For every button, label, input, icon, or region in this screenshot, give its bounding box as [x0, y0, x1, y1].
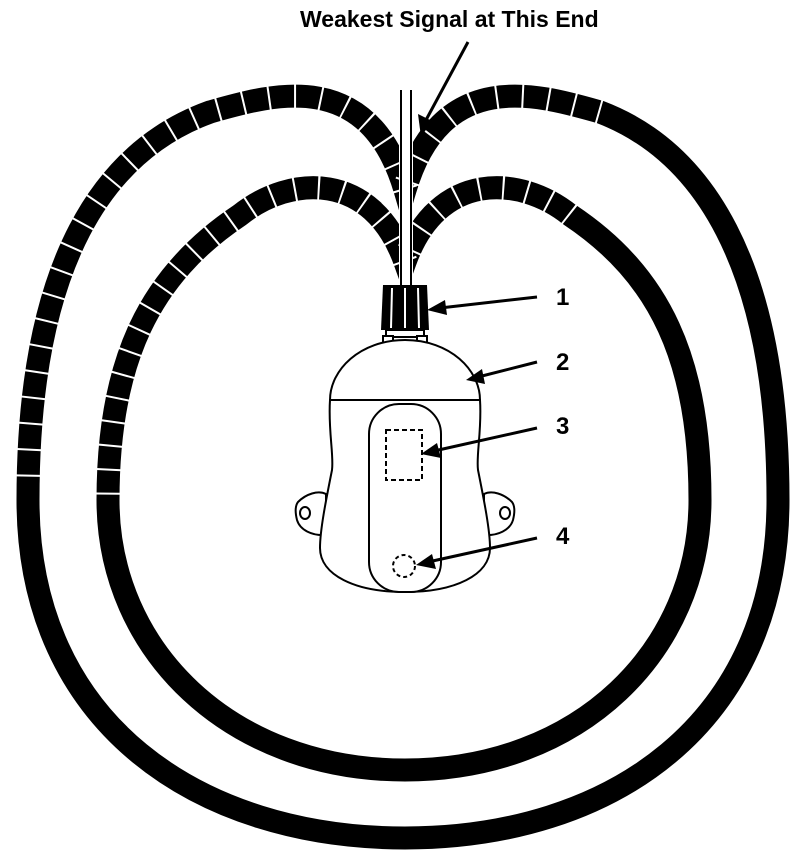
callout-2-arrow: [466, 360, 538, 384]
title-pointer-arrow: [418, 41, 470, 137]
outer-loop-segment-gaps: [15, 83, 604, 501]
callout-1-arrow: [427, 295, 538, 315]
outer-signal-loop: [16, 84, 790, 850]
callout-4-arrow: [416, 536, 538, 569]
callout-3-arrow: [421, 426, 538, 458]
internal-sensor-outline: [392, 554, 416, 578]
callout-number-1: 1: [556, 284, 569, 311]
inner-loop-segment-gaps: [95, 175, 578, 501]
callout-number-4: 4: [556, 523, 570, 550]
inner-signal-loop: [96, 176, 712, 782]
antenna-connector: [381, 285, 429, 338]
antenna-wire: [399, 90, 413, 285]
callout-number-3: 3: [556, 413, 569, 440]
internal-module-outline: [385, 429, 423, 481]
diagram-title: Weakest Signal at This End: [300, 6, 599, 32]
callout-number-2: 2: [556, 349, 569, 376]
